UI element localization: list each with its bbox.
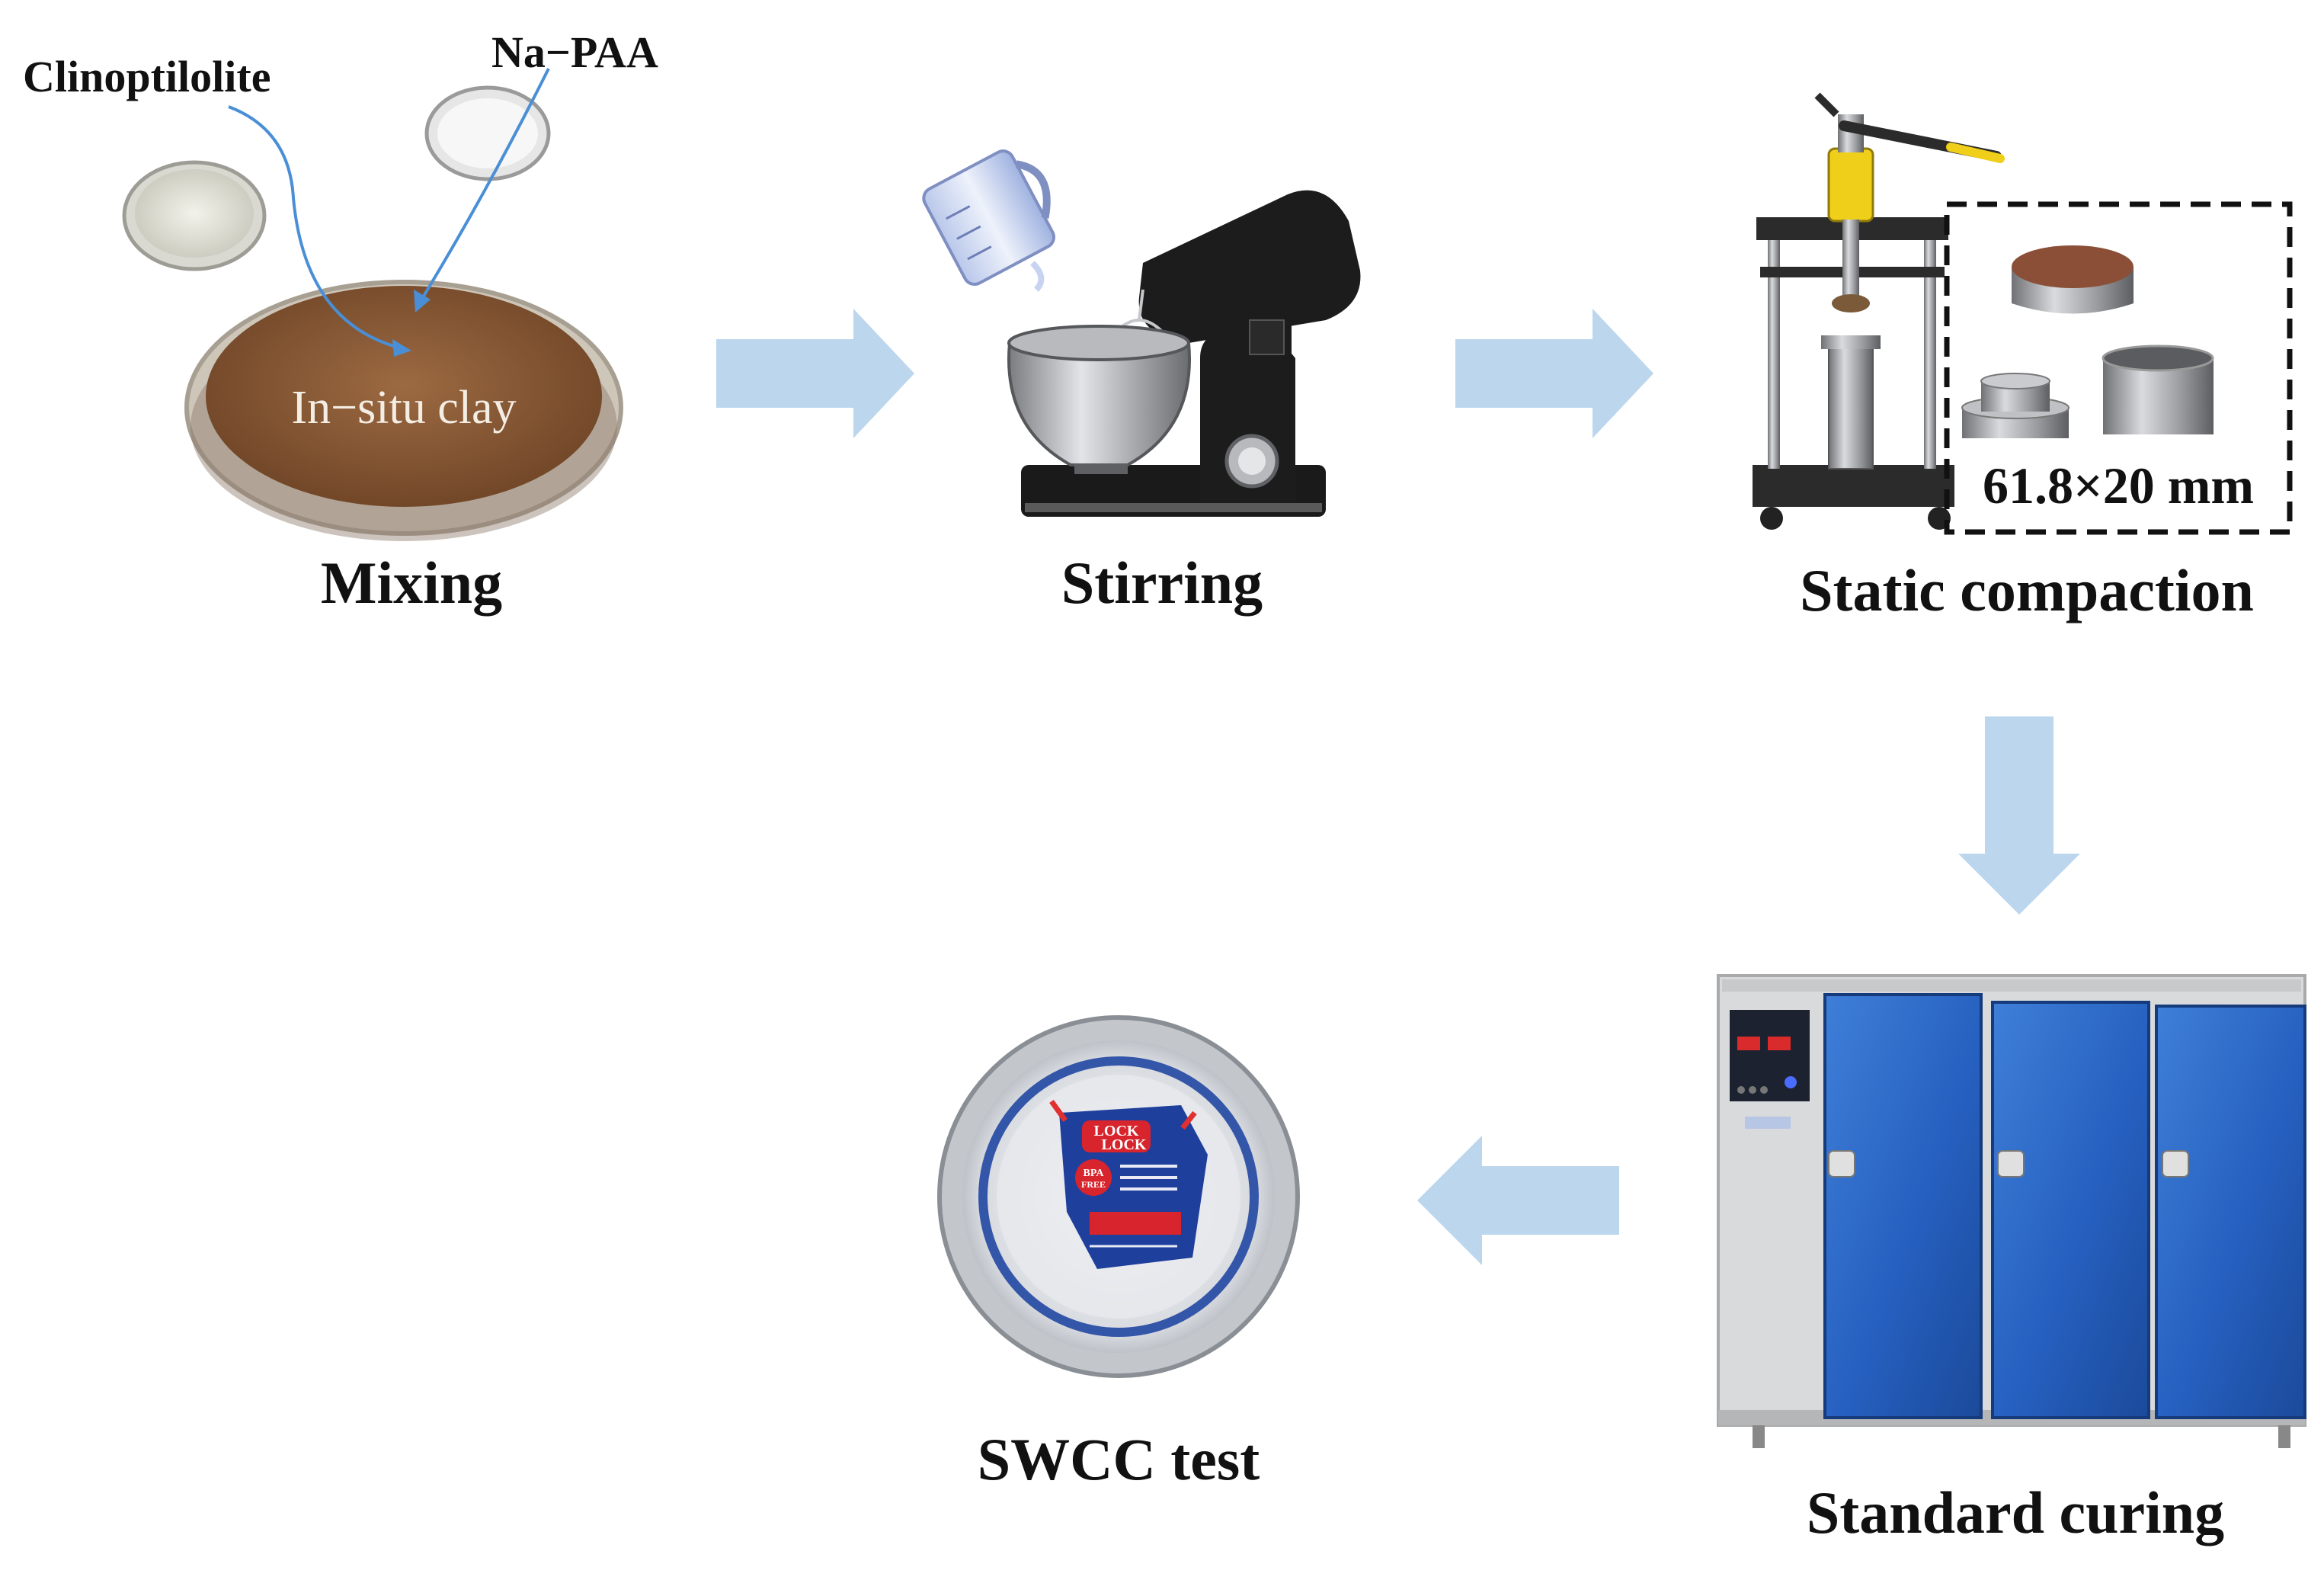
standard-curing-illustration: [1717, 974, 2306, 1448]
clinoptilolite-label: Clinoptilolite: [23, 52, 270, 101]
step-label-swcc-test: SWCC test: [977, 1426, 1260, 1492]
water-stream: [1030, 261, 1045, 292]
bpa-badge-line2: FREE: [1081, 1179, 1106, 1190]
step-label-stirring: Stirring: [1061, 550, 1263, 616]
specimen-detail-box: [1944, 201, 2293, 535]
arrow-curing-to-swcc: [1417, 1136, 1619, 1265]
na-paa-label: Na−PAA: [491, 27, 658, 77]
clinoptilolite-powder: [135, 169, 254, 258]
curing-door-2: [1991, 1001, 2150, 1419]
door-3-handle: [2162, 1150, 2189, 1178]
press-piston: [1832, 294, 1870, 312]
door-1-handle: [1828, 1150, 1855, 1178]
swcc-seal-ring: [978, 1056, 1259, 1337]
step-label-static-compaction: Static compaction: [1800, 557, 2254, 623]
press-jack-cylinder: [1827, 147, 1874, 223]
lock-brand-line2: LOCK: [1102, 1136, 1147, 1153]
curing-door-1: [1823, 993, 1983, 1419]
press-base-plate: [1753, 465, 1954, 507]
step-label-mixing: Mixing: [320, 550, 503, 616]
arrow-stirring-to-compaction: [1455, 309, 1653, 438]
arrow-mixing-to-stirring: [716, 309, 914, 438]
mixer-bowl: [1007, 341, 1191, 466]
arrow-compaction-to-curing: [1958, 716, 2080, 915]
bpa-badge-line1: BPA: [1084, 1168, 1105, 1179]
compaction-mold: [1828, 338, 1874, 470]
mixer-control-panel: [1249, 319, 1285, 355]
clinoptilolite-pointer-head: [392, 339, 411, 357]
flow-arrows: [716, 309, 2080, 1265]
stirring-illustration: [922, 149, 1361, 517]
press-left-column: [1768, 217, 1780, 469]
specimen-size-label: 61.8×20 mm: [1983, 457, 2254, 514]
measuring-cup: [922, 149, 1055, 286]
static-compaction-illustration: 61.8×20 mm: [1753, 92, 2293, 535]
na-paa-pointer: [421, 68, 550, 299]
na-paa-pointer-head: [414, 290, 431, 312]
swcc-test-illustration: LOCK LOCK BPA FREE: [937, 1015, 1300, 1378]
step-label-standard-curing: Standard curing: [1806, 1479, 2225, 1546]
curing-door-3: [2155, 1005, 2306, 1419]
door-2-handle: [1997, 1150, 2025, 1178]
mixing-illustration: In−situ clay Clinoptilolite Na−PAA: [23, 27, 658, 541]
mixer-head: [1138, 190, 1361, 343]
clinoptilolite-pointer: [228, 105, 397, 348]
na-paa-powder: [437, 98, 538, 168]
in-situ-clay-label: In−situ clay: [292, 382, 517, 434]
in-situ-clay: [206, 286, 602, 507]
press-right-column: [1924, 217, 1936, 469]
curing-control-panel: [1730, 1010, 1810, 1101]
lock-brand-line1: LOCK: [1094, 1123, 1139, 1139]
